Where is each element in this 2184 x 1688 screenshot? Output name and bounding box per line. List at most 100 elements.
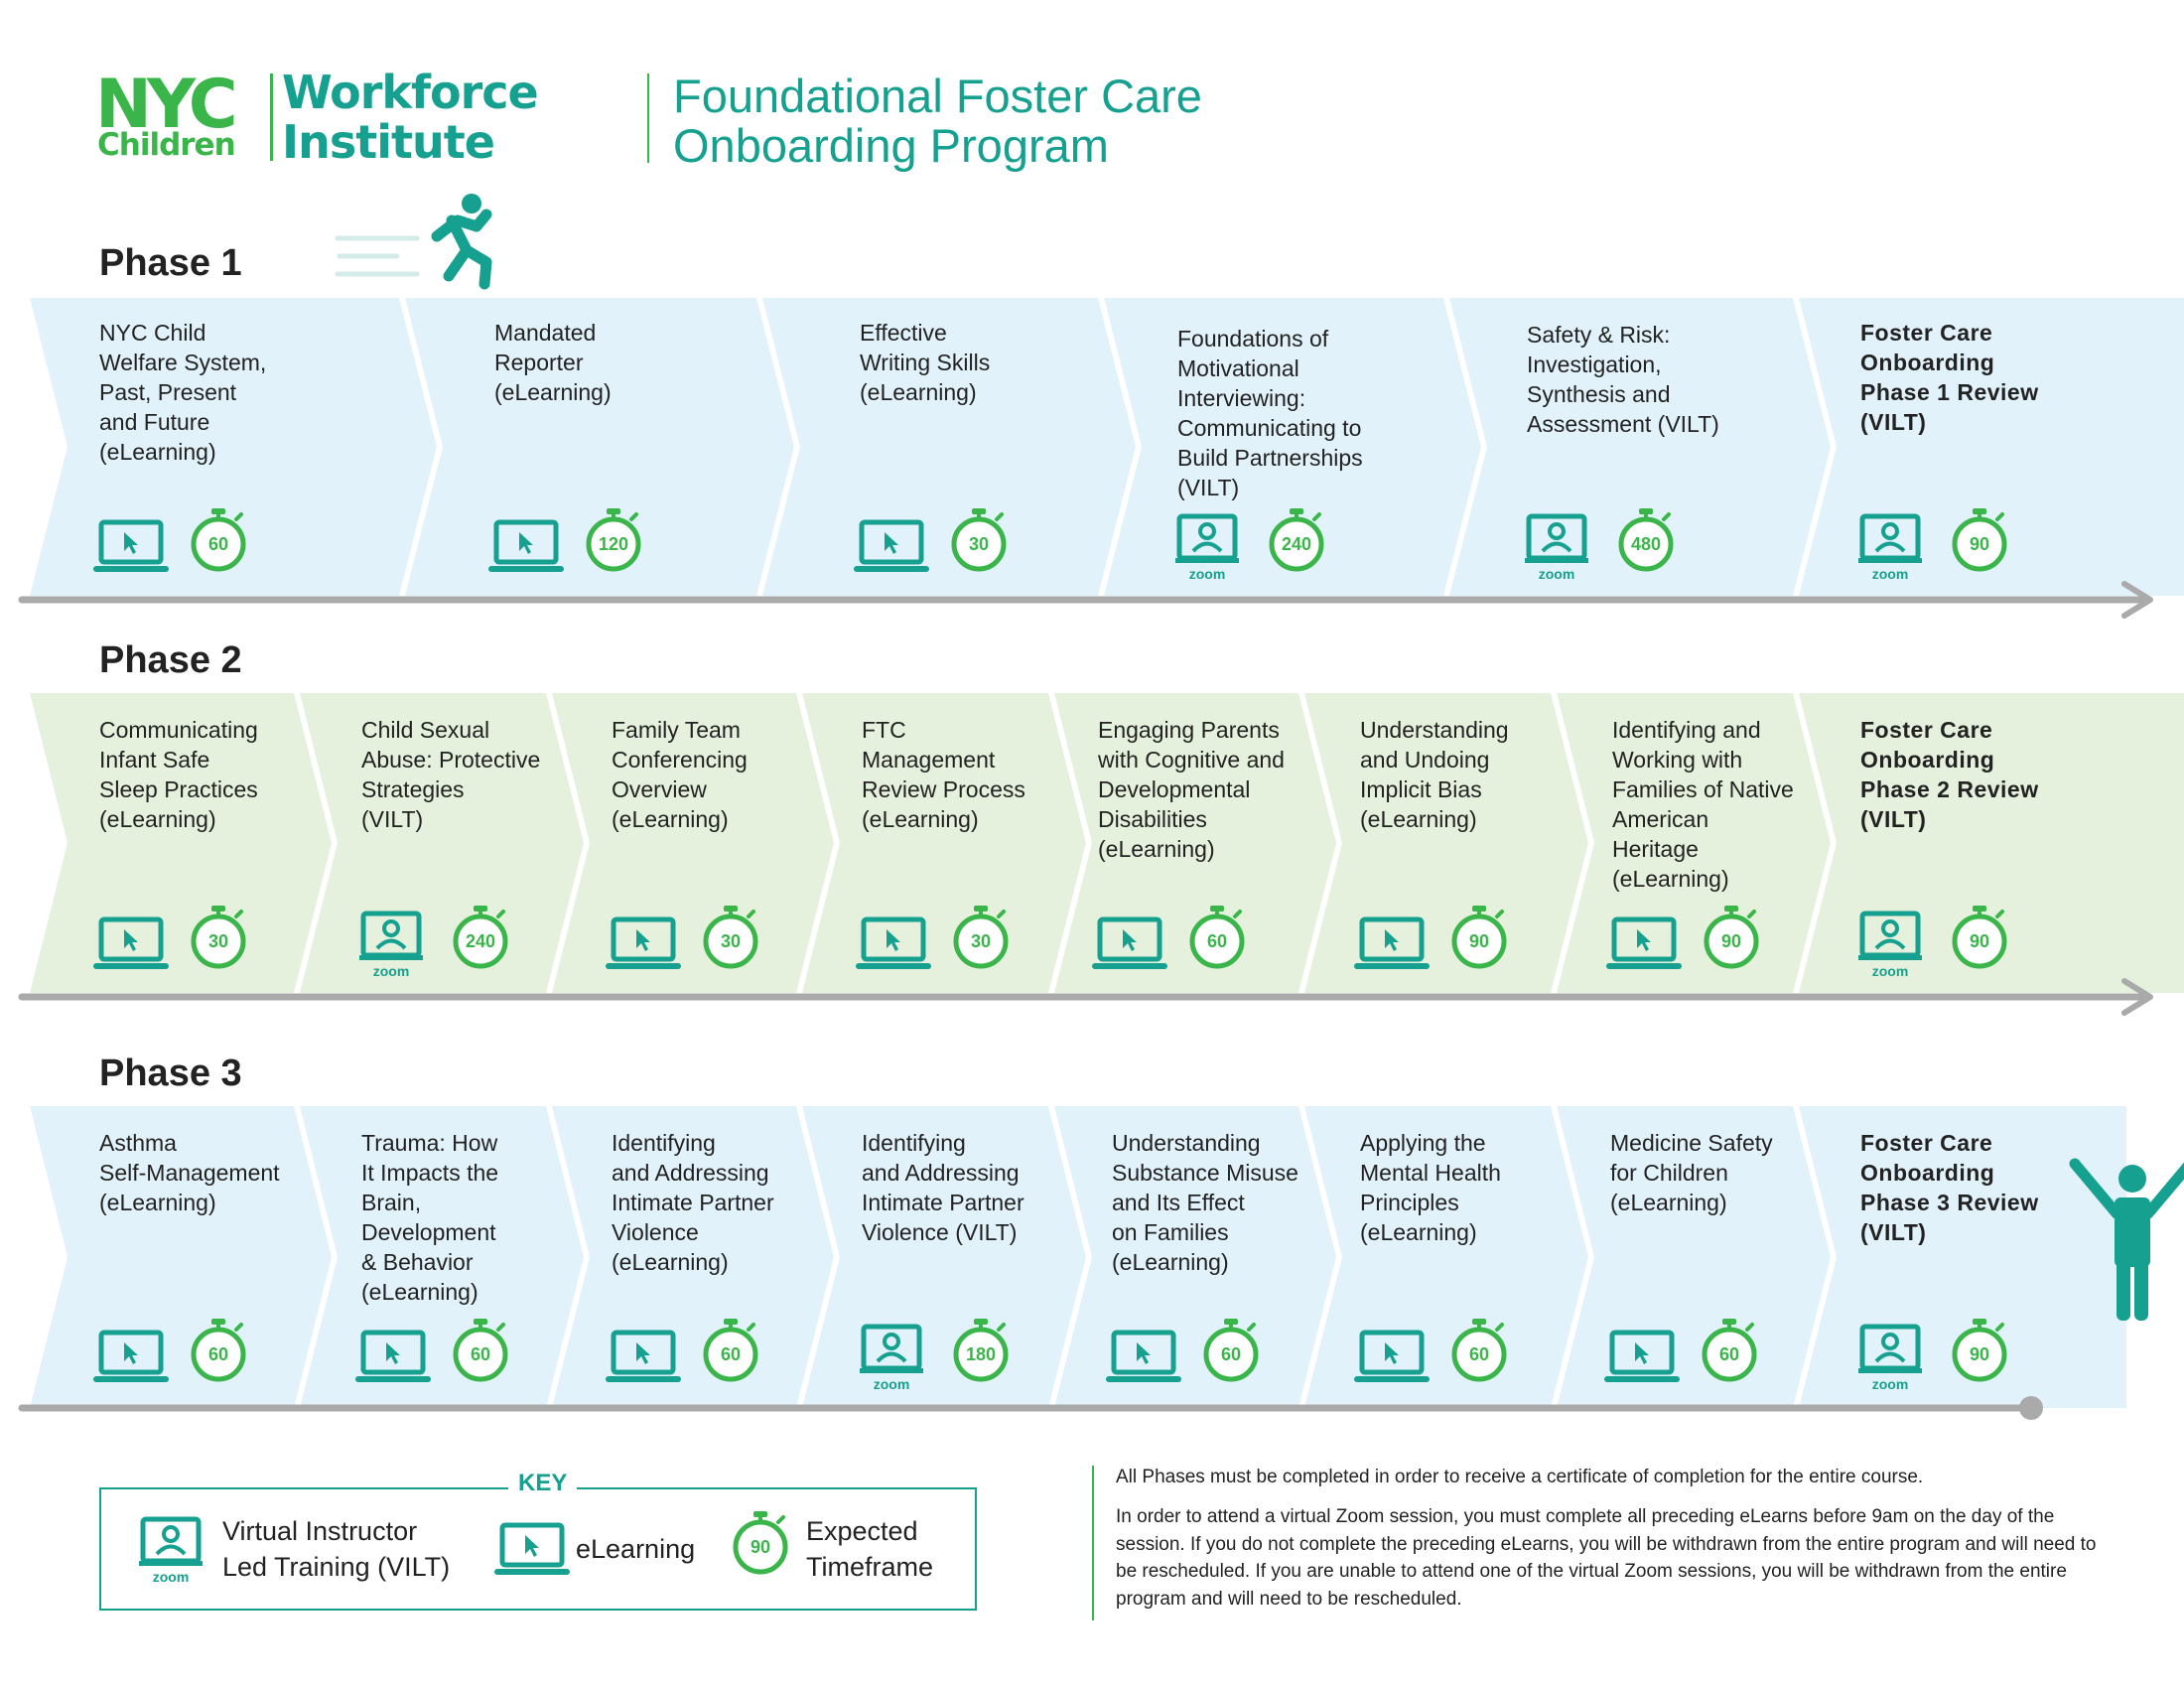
elearning-laptop-icon <box>93 1330 169 1382</box>
timeframe-stopwatch-icon: 30 <box>953 906 1009 969</box>
timeframe-stopwatch-icon: 30 <box>191 906 246 969</box>
course-title: Identifying and Addressing Intimate Part… <box>612 1130 774 1275</box>
course-title: Identifying and Addressing Intimate Part… <box>862 1130 1024 1245</box>
timeframe-stopwatch-icon: 90 <box>1952 508 2007 572</box>
svg-text:60: 60 <box>1469 1344 1489 1364</box>
svg-text:zoom: zoom <box>1189 566 1226 582</box>
course-chevron <box>1799 298 2184 596</box>
elearning-laptop-icon <box>606 1330 681 1382</box>
course-chevron <box>1104 298 1481 596</box>
running-person-icon <box>335 194 492 290</box>
timeframe-stopwatch-icon: 60 <box>1189 906 1245 969</box>
svg-text:30: 30 <box>969 534 989 554</box>
page-title: Foundational Foster Care Onboarding Prog… <box>673 71 1202 171</box>
vilt-zoom-icon: zoom <box>1858 513 1922 582</box>
timeframe-stopwatch-icon: 60 <box>453 1319 508 1382</box>
svg-text:60: 60 <box>471 1344 490 1364</box>
timeframe-stopwatch-icon: 90 <box>1451 906 1507 969</box>
svg-text:480: 480 <box>1631 534 1661 554</box>
key-elearning-laptop-icon <box>494 1522 570 1575</box>
course-chevron <box>1449 298 1831 596</box>
course-chevron <box>802 1106 1086 1408</box>
svg-text:180: 180 <box>966 1344 996 1364</box>
elearning-laptop-icon <box>1606 916 1682 969</box>
course-title: Medicine Safety for Children (eLearning) <box>1610 1130 1773 1215</box>
celebrating-person-icon <box>2069 1158 2184 1321</box>
course-title: Identifying and Working with Families of… <box>1612 717 1794 892</box>
svg-text:30: 30 <box>208 931 228 951</box>
key-stopwatch-icon: 90 <box>733 1511 788 1575</box>
course-title: Asthma Self-Management (eLearning) <box>99 1130 280 1215</box>
vilt-zoom-icon: zoom <box>1175 513 1239 582</box>
nyc-logo-text: NYC <box>95 66 238 144</box>
key-title: KEY <box>508 1470 578 1497</box>
elearning-laptop-icon <box>854 519 929 572</box>
svg-text:90: 90 <box>1970 534 1989 554</box>
svg-text:90: 90 <box>1721 931 1741 951</box>
timeframe-stopwatch-icon: 60 <box>191 1319 246 1382</box>
svg-text:zoom: zoom <box>1872 1376 1909 1392</box>
course-title: Family Team Conferencing Overview (eLear… <box>612 717 748 832</box>
course-title: Understanding Substance Misuse and Its E… <box>1112 1130 1298 1275</box>
timeframe-stopwatch-icon: 60 <box>1702 1319 1757 1382</box>
timeframe-stopwatch-icon: 60 <box>191 508 246 572</box>
svg-text:zoom: zoom <box>1539 566 1575 582</box>
svg-text:zoom: zoom <box>373 963 410 979</box>
course-title: Foster Care Onboarding Phase 3 Review (V… <box>1860 1130 2039 1245</box>
timeframe-stopwatch-icon: 120 <box>586 508 641 572</box>
course-title: Applying the Mental Health Principles (e… <box>1360 1130 1501 1245</box>
elearning-laptop-icon <box>1354 1330 1430 1382</box>
svg-text:60: 60 <box>208 1344 228 1364</box>
course-chevron <box>1799 693 2184 993</box>
timeline-arrowhead <box>2121 581 2153 619</box>
timeframe-stopwatch-icon: 60 <box>703 1319 758 1382</box>
elearning-laptop-icon <box>856 916 931 969</box>
svg-text:90: 90 <box>1970 931 1989 951</box>
svg-text:60: 60 <box>208 534 228 554</box>
timeframe-stopwatch-icon: 180 <box>953 1319 1009 1382</box>
vilt-zoom-icon: zoom <box>359 911 423 979</box>
phase-3-band <box>30 1106 2126 1408</box>
course-title: FTC Management Review Process (eLearning… <box>862 717 1025 832</box>
logo-divider <box>270 73 273 161</box>
elearning-laptop-icon <box>93 519 169 572</box>
svg-text:60: 60 <box>721 1344 741 1364</box>
key-elearning-label: eLearning <box>576 1534 696 1564</box>
svg-text:240: 240 <box>1282 534 1311 554</box>
course-title: Understanding and Undoing Implicit Bias … <box>1360 717 1509 832</box>
phase-1-heading: Phase 1 <box>99 242 242 284</box>
timeframe-stopwatch-icon: 30 <box>703 906 758 969</box>
course-title: Foster Care Onboarding Phase 1 Review (V… <box>1860 320 2039 435</box>
svg-text:zoom: zoom <box>874 1376 910 1392</box>
course-title: Foundations of Motivational Interviewing… <box>1177 326 1363 500</box>
timeline-end-dot <box>2019 1396 2043 1420</box>
course-chevron <box>1799 1106 2126 1408</box>
key-timeframe-label: Expected Timeframe <box>806 1516 934 1582</box>
note-completion: All Phases must be completed in order to… <box>1116 1467 1924 1487</box>
elearning-laptop-icon <box>93 916 169 969</box>
logo-institute: Institute <box>282 115 495 169</box>
svg-text:90: 90 <box>1469 931 1489 951</box>
elearning-laptop-icon <box>1604 1330 1680 1382</box>
course-title: Effective Writing Skills (eLearning) <box>860 320 991 405</box>
svg-text:60: 60 <box>1719 1344 1739 1364</box>
svg-text:60: 60 <box>1207 931 1227 951</box>
nyc-logo-children: Children <box>97 127 236 163</box>
timeframe-stopwatch-icon: 480 <box>1618 508 1674 572</box>
key-vilt-zoom-icon: zoom <box>139 1516 203 1585</box>
course-title: Trauma: How It Impacts the Brain, Develo… <box>361 1130 499 1305</box>
timeframe-stopwatch-icon: 60 <box>1451 1319 1507 1382</box>
course-title: Mandated Reporter (eLearning) <box>494 320 612 405</box>
timeframe-stopwatch-icon: 90 <box>1952 1319 2007 1382</box>
timeframe-stopwatch-icon: 90 <box>1704 906 1759 969</box>
note-zoom-requirements: In order to attend a virtual Zoom sessio… <box>1116 1506 2097 1610</box>
svg-text:zoom: zoom <box>153 1569 190 1585</box>
elearning-laptop-icon <box>1106 1330 1181 1382</box>
course-title: NYC Child Welfare System, Past, Present … <box>99 320 267 465</box>
page-title-line-2: Onboarding Program <box>673 119 1109 172</box>
timeline-arrowhead <box>2121 978 2153 1016</box>
key-vilt-label: Virtual Instructor Led Training (VILT) <box>222 1516 451 1582</box>
course-title: Communicating Infant Safe Sleep Practice… <box>99 717 258 832</box>
course-chevron <box>300 693 584 993</box>
